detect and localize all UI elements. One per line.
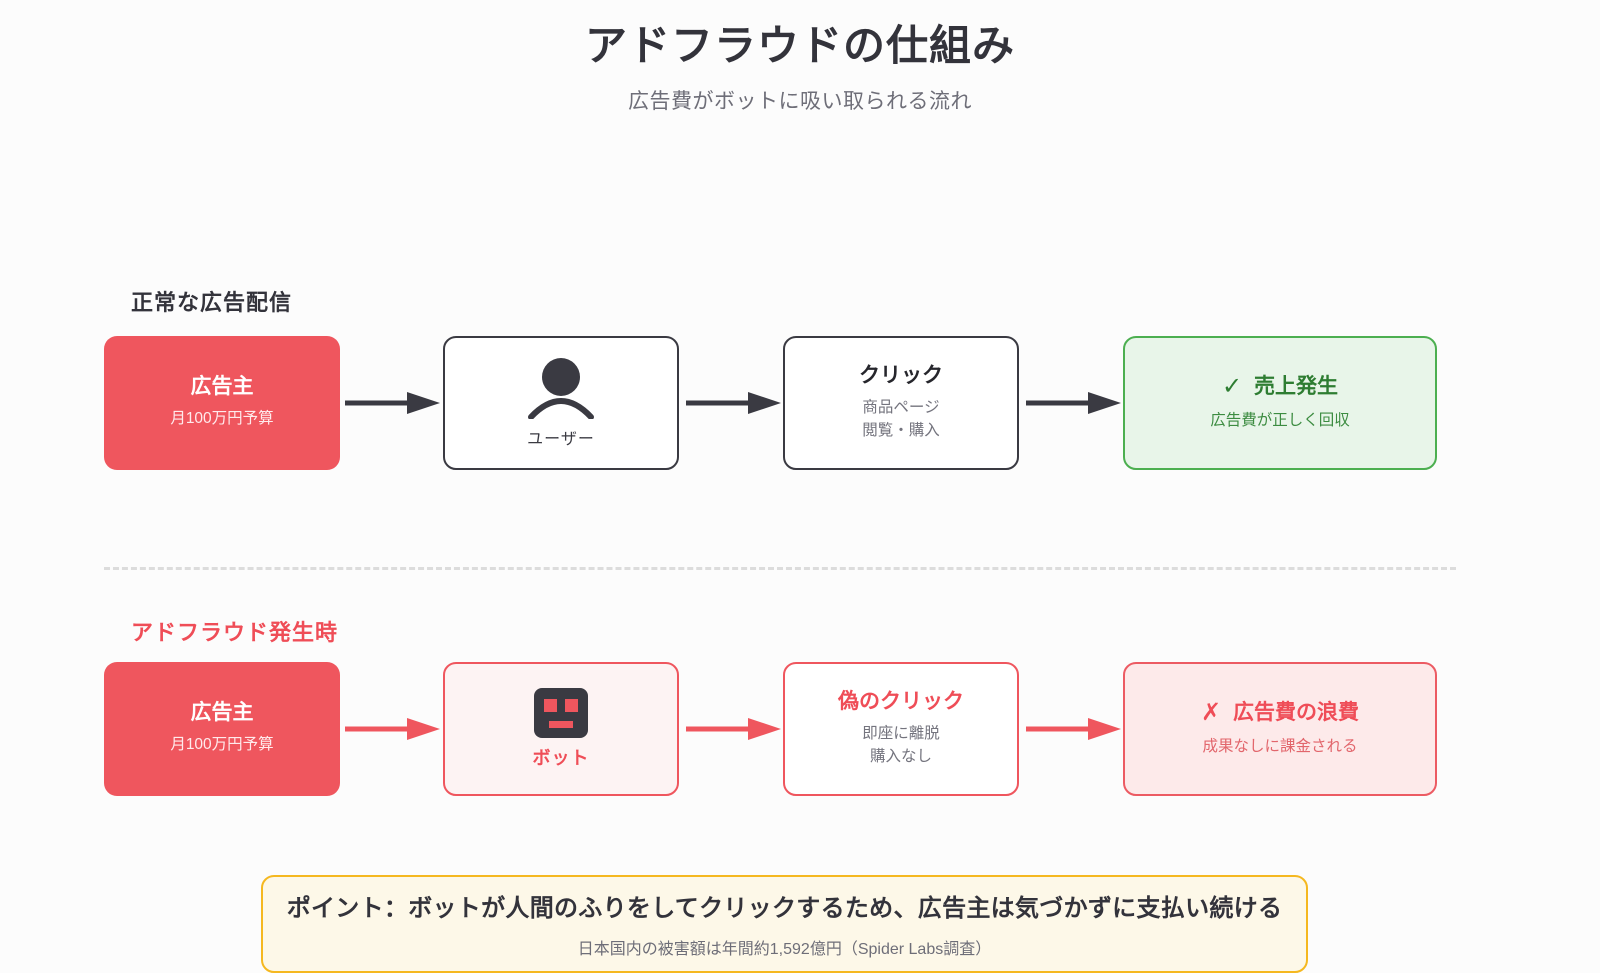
- arrow-click-to-result: [1026, 390, 1121, 416]
- normal-advertiser-sub: 月100万円予算: [170, 410, 274, 428]
- bot-icon: [534, 687, 588, 738]
- fraud-click-sub: 即座に離脱 購入なし: [862, 723, 940, 768]
- arrow-fakeclick-to-waste: [1026, 716, 1121, 742]
- fraud-advertiser-sub: 月100万円予算: [170, 736, 274, 754]
- normal-user-caption: ユーザー: [527, 430, 595, 448]
- section-divider: [104, 566, 1456, 570]
- normal-result-title: 売上発生: [1254, 375, 1339, 399]
- user-icon: [524, 357, 598, 419]
- page-header: アドフラウドの仕組み 広告費がボットに吸い取られる流れ: [0, 0, 1600, 115]
- key-point-callout: ポイント：ボットが人間のふりをしてクリックするため、広告主は気づかずに支払い続け…: [261, 874, 1308, 973]
- callout-main-text: ポイント：ボットが人間のふりをしてクリックするため、広告主は気づかずに支払い続け…: [286, 895, 1283, 922]
- fraud-result-title: 広告費の浪費: [1233, 701, 1360, 725]
- normal-click-title: クリック: [859, 363, 943, 387]
- arrow-user-to-click: [686, 390, 781, 416]
- arrow-advertiser-to-user: [345, 390, 440, 416]
- arrow-advertiser-to-bot: [345, 716, 440, 742]
- fraud-advertiser-title: 広告主: [190, 701, 254, 725]
- fraud-result-heading: ✗ 広告費の浪費: [1201, 698, 1359, 727]
- normal-advertiser-card[interactable]: 広告主 月100万円予算: [104, 335, 340, 470]
- page-title: アドフラウドの仕組み: [584, 22, 1015, 69]
- fraud-result-sub: 成果なしに課金される: [1202, 738, 1358, 756]
- normal-advertiser-title: 広告主: [190, 375, 254, 399]
- fraud-click-card[interactable]: 偽のクリック 即座に離脱 購入なし: [783, 661, 1019, 796]
- normal-click-sub-line2: 閲覧・購入: [862, 421, 940, 439]
- normal-flow-label: 正常な広告配信: [131, 289, 293, 315]
- normal-result-sub: 広告費が正しく回収: [1210, 412, 1350, 430]
- normal-user-card[interactable]: ユーザー: [443, 335, 679, 470]
- fraud-flow-label: アドフラウド発生時: [131, 619, 339, 645]
- normal-click-sub-line1: 商品ページ: [862, 399, 940, 417]
- page-subtitle: 広告費がボットに吸い取られる流れ: [628, 89, 972, 113]
- fraud-advertiser-card[interactable]: 広告主 月100万円予算: [104, 661, 340, 796]
- cross-icon: ✗: [1200, 699, 1222, 727]
- normal-result-card[interactable]: ✓ 売上発生 広告費が正しく回収: [1123, 335, 1437, 470]
- normal-click-card[interactable]: クリック 商品ページ 閲覧・購入: [783, 335, 1019, 470]
- check-icon: ✓: [1221, 373, 1243, 401]
- callout-sub-text: 日本国内の被害額は年間約1,592億円（Spider Labs調査）: [577, 941, 992, 958]
- fraud-click-sub-line2: 購入なし: [869, 747, 932, 765]
- fraud-click-title: 偽のクリック: [838, 689, 964, 713]
- fraud-result-card[interactable]: ✗ 広告費の浪費 成果なしに課金される: [1123, 661, 1437, 796]
- normal-click-sub: 商品ページ 閲覧・購入: [862, 397, 940, 442]
- arrow-bot-to-fakeclick: [686, 716, 781, 742]
- fraud-click-sub-line1: 即座に離脱: [862, 725, 940, 743]
- fraud-bot-card[interactable]: ボット: [443, 661, 679, 796]
- normal-result-heading: ✓ 売上発生: [1222, 372, 1338, 401]
- fraud-bot-caption: ボット: [532, 747, 590, 768]
